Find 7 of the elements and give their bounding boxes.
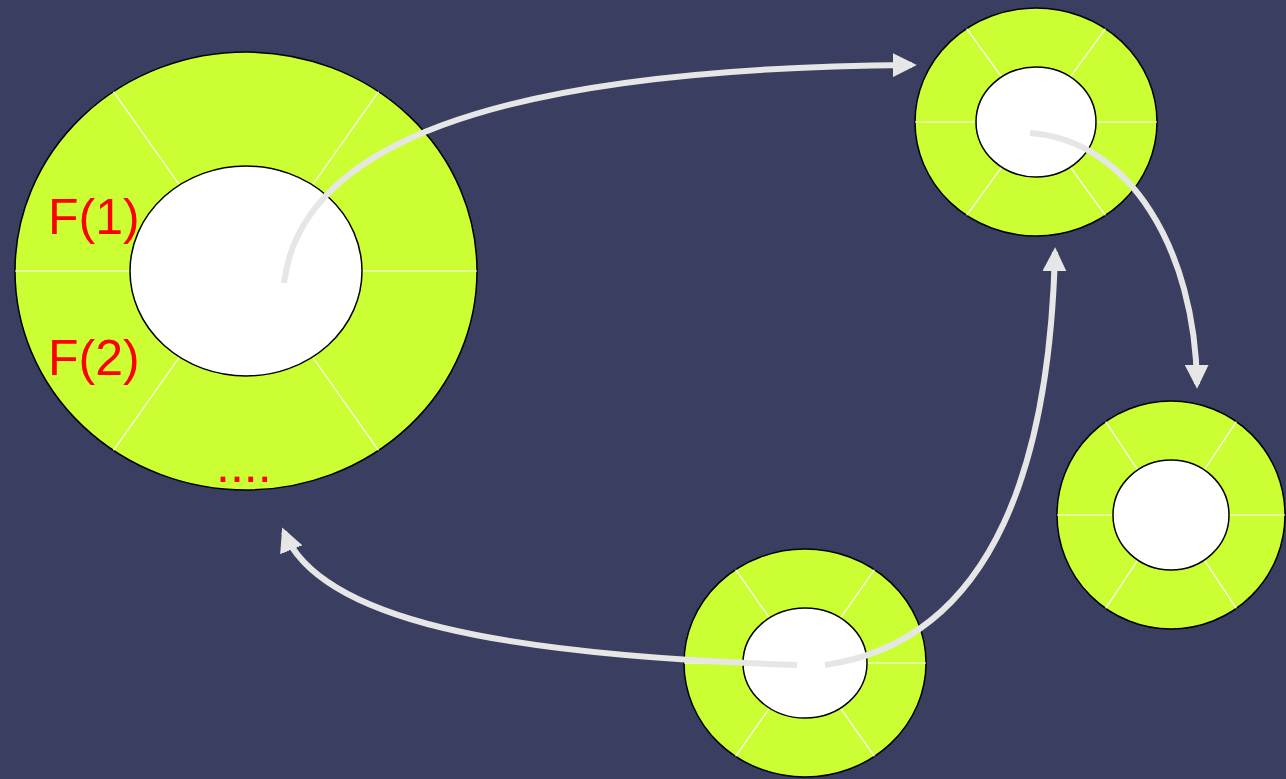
segment-label: F(1) [48,192,140,242]
curved-arrow [824,247,1067,668]
curved-arrow [281,53,917,284]
segment-label: .... [216,440,272,490]
segment-label: F(2) [48,333,140,383]
curved-arrow [1029,130,1208,389]
curved-arrow [281,527,798,668]
